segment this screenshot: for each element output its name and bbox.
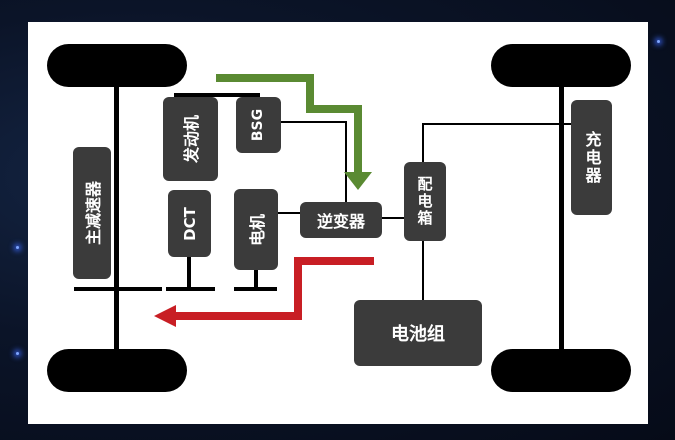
motor-box: 电机 xyxy=(234,189,278,270)
battery-pack-label: 电池组 xyxy=(391,324,445,345)
output-shaft xyxy=(74,287,162,291)
inverter-box: 逆变器 xyxy=(300,202,382,238)
motor-inverter-wire xyxy=(278,212,301,214)
inverter-to-wheels-red-arrow xyxy=(154,257,374,327)
engine-to-inverter-green-arrow xyxy=(216,74,372,190)
box-battery-wire xyxy=(422,240,424,300)
inverter-box-wire xyxy=(381,217,405,219)
charger-label: 充电器 xyxy=(582,130,602,185)
motor-shaft-bar xyxy=(234,287,277,291)
front-left-wheel xyxy=(47,44,187,87)
dct-shaft-bar xyxy=(166,287,215,291)
dct-shaft xyxy=(187,257,191,288)
engine-box: 发动机 xyxy=(163,97,218,181)
battery-pack-box: 电池组 xyxy=(354,300,482,366)
main-reducer-box: 主减速器 xyxy=(73,147,111,279)
engine-bsg-belt xyxy=(174,93,260,97)
dct-box: DCT xyxy=(168,190,211,257)
front-right-wheel xyxy=(491,44,631,87)
energy-flow-arrows xyxy=(154,74,374,327)
distribution-box-label: 配电箱 xyxy=(415,176,434,227)
motor-shaft xyxy=(254,270,258,288)
rear-left-wheel xyxy=(47,349,187,392)
left-axle xyxy=(114,86,119,350)
background-glow-dot xyxy=(16,246,19,249)
diagram-canvas: 主减速器 发动机 BSG DCT 电机 逆变器 配电箱 充电器 电池组 xyxy=(28,22,648,424)
distribution-box: 配电箱 xyxy=(404,162,446,241)
charger-box: 充电器 xyxy=(571,100,612,215)
background-glow-dot xyxy=(16,352,19,355)
right-axle xyxy=(559,86,564,350)
bsg-wire xyxy=(345,121,347,207)
bsg-box: BSG xyxy=(236,97,281,153)
box-charger-wire xyxy=(422,123,424,163)
bsg-wire xyxy=(281,121,346,123)
inverter-label: 逆变器 xyxy=(316,212,365,231)
rear-right-wheel xyxy=(491,349,631,392)
background-glow-dot xyxy=(657,40,660,43)
box-charger-wire xyxy=(422,123,572,125)
